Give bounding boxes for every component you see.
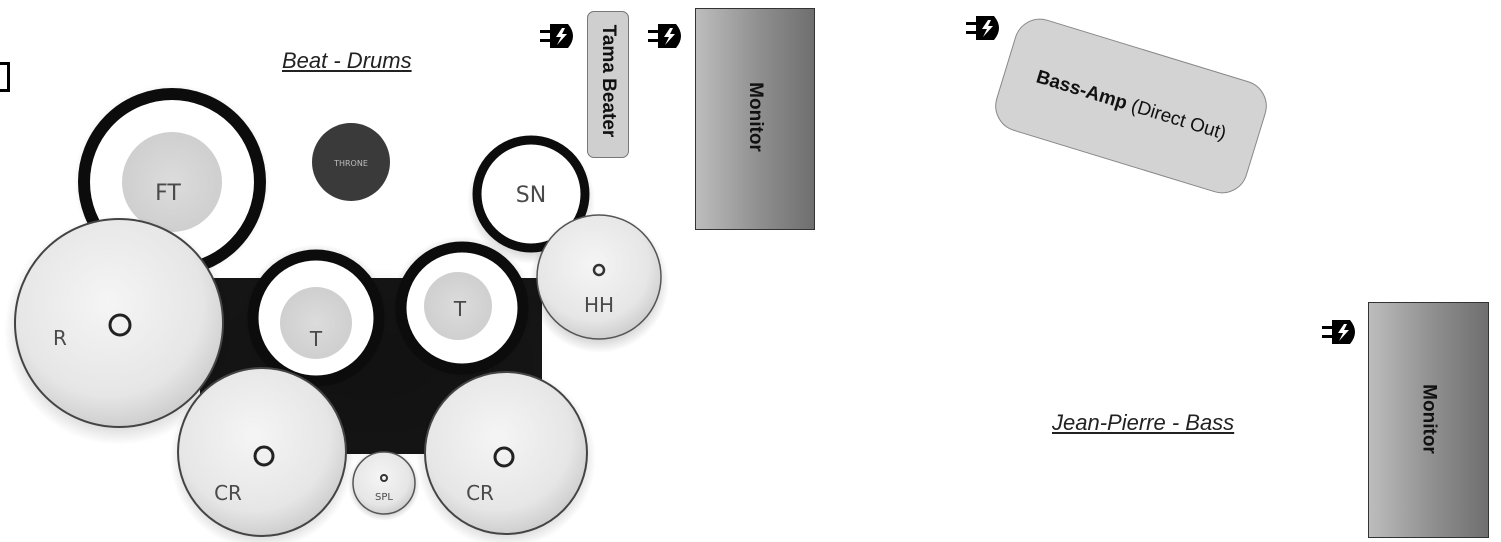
snare-label: SN — [516, 183, 546, 208]
hi-hat-label: HH — [584, 293, 614, 317]
tom-2[interactable]: T — [390, 236, 534, 380]
bass-monitor-label: Monitor — [1418, 384, 1440, 454]
power-plug-icon — [540, 24, 573, 48]
drum-kit: FT THRONE SN T T HH R — [4, 84, 669, 542]
crash-left-label: CR — [214, 481, 242, 505]
splash-cymbal[interactable]: SPL — [348, 449, 420, 521]
drums-title: Beat - Drums — [282, 48, 412, 73]
bass-amp-label: Bass-Amp (Direct Out) — [1033, 66, 1229, 146]
power-plug-icon — [1322, 320, 1355, 344]
bass-amp-mode: (Direct Out) — [1123, 94, 1229, 145]
power-plug-icon — [966, 16, 999, 40]
crash-right-label: CR — [466, 481, 494, 505]
ride-label: R — [53, 326, 67, 350]
tom-1-label: T — [309, 327, 323, 351]
tama-beater-box[interactable] — [587, 11, 629, 158]
power-plug-icon — [648, 24, 681, 48]
drum-monitor[interactable] — [695, 8, 815, 230]
bass-title: Jean-Pierre - Bass — [1052, 410, 1235, 435]
throne-label: THRONE — [333, 159, 368, 168]
splash-label: SPL — [375, 492, 393, 503]
crash-left[interactable]: CR — [170, 366, 354, 542]
ride-cymbal[interactable]: R — [4, 215, 234, 445]
tom-2-label: T — [453, 297, 467, 321]
drum-monitor-label: Monitor — [745, 82, 766, 152]
edge-bracket — [0, 62, 10, 92]
throne[interactable]: THRONE — [312, 123, 390, 201]
bass-monitor[interactable] — [1368, 302, 1489, 538]
tama-beater-label: Tama Beater — [598, 24, 619, 138]
bass-amp-name: Bass-Amp — [1033, 66, 1130, 115]
hi-hat[interactable]: HH — [529, 213, 669, 353]
floor-tom-label: FT — [155, 181, 181, 206]
crash-right[interactable]: CR — [416, 368, 596, 542]
tom-1[interactable]: T — [242, 244, 390, 392]
bass-amp[interactable]: Bass-Amp (Direct Out) — [988, 12, 1274, 200]
snare-drum[interactable]: SN — [467, 135, 595, 264]
